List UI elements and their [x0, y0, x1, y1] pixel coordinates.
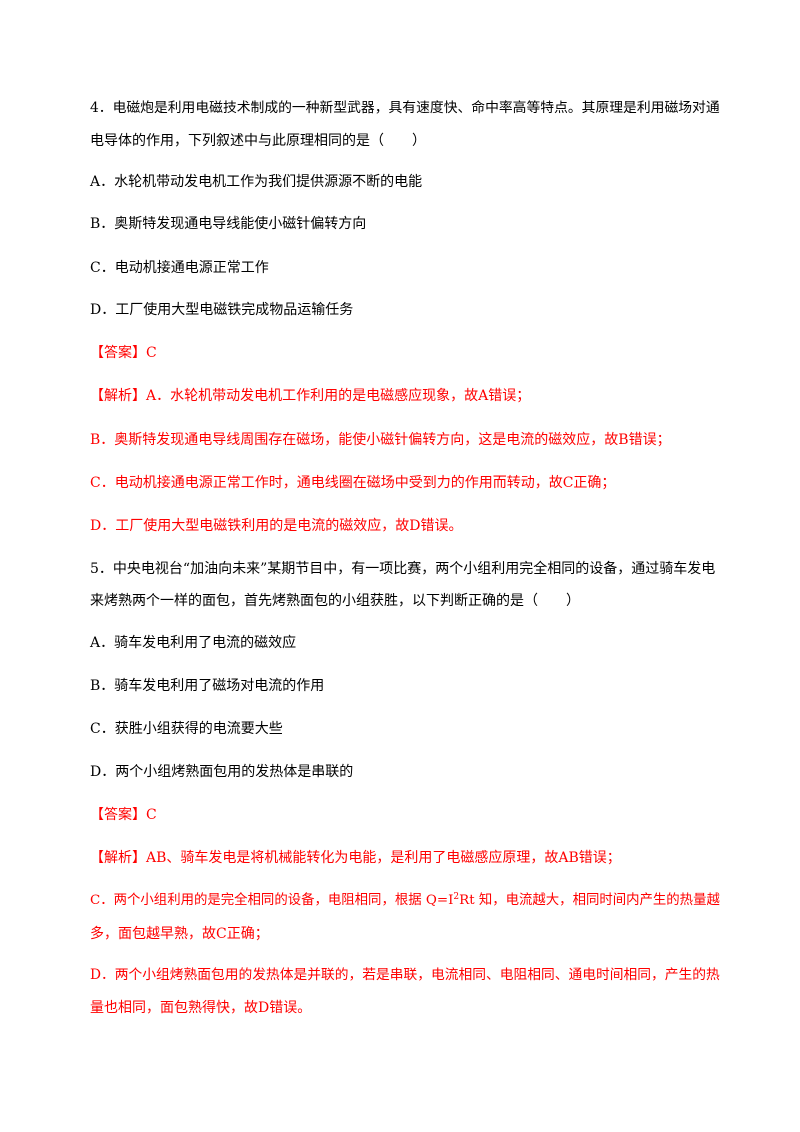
q5-analysis-d-line2: 量也相同，面包熟得快，故D错误。 [90, 1000, 312, 1016]
q5-option-d: D．两个小组烤熟面包用的发热体是串联的 [90, 764, 354, 780]
q4-option-a: A．水轮机带动发电机工作为我们提供源源不断的电能 [90, 174, 423, 190]
q4-analysis-a: 【解析】A．水轮机带动发电机工作利用的是电磁感应现象，故A错误； [90, 386, 720, 406]
q5-answer-label: 【答案】 [90, 807, 146, 823]
q5-analysis-c-part1: C．两个小组利用的是完全相同的设备，电阻相同，根据 Q=I [90, 893, 454, 908]
q5-answer-value: C [146, 807, 157, 823]
q4-option-d: D．工厂使用大型电磁铁完成物品运输任务 [90, 302, 354, 318]
q5-analysis-ab: 【解析】AB、骑车发电是将机械能转化为电能，是利用了电磁感应原理，故AB错误； [90, 848, 720, 868]
q5-analysis-c-line1: C．两个小组利用的是完全相同的设备，电阻相同，根据 Q=I2Rt 知，电流越大，… [90, 891, 720, 911]
q4-answer-value: C [146, 345, 157, 361]
q4-option-c: C．电动机接通电源正常工作 [90, 260, 269, 276]
q4-analysis-d: D．工厂使用大型电磁铁利用的是电流的磁效应，故D错误。 [90, 518, 463, 534]
q4-answer: 【答案】C [90, 343, 720, 363]
q5-stem-line1: 5．中央电视台“加油向未来”某期节目中，有一项比赛，两个小组利用完全相同的设备，… [90, 561, 716, 577]
q5-option-a: A．骑车发电利用了电流的磁效应 [90, 635, 297, 651]
q5-stem-line2: 来烤熟两个一样的面包，首先烤熟面包的小组获胜，以下判断正确的是（ ） [90, 593, 580, 609]
q4-stem-line2: 电导体的作用，下列叙述中与此原理相同的是（ ） [90, 133, 426, 149]
q5-analysis-d-line1: D．两个小组烤熟面包用的发热体是并联的，若是串联，电流相同、电阻相同、通电时间相… [90, 967, 720, 983]
q4-analysis-c: C．电动机接通电源正常工作时，通电线圈在磁场中受到力的作用而转动，故C正确； [90, 475, 616, 491]
q5-analysis-label: 【解析】 [90, 850, 146, 866]
q4-stem-line1: 4．电磁炮是利用电磁技术制成的一种新型武器，具有速度快、命中率高等特点。其原理是… [90, 100, 720, 116]
q5-answer: 【答案】C [90, 805, 720, 825]
q4-analysis-a-text: A．水轮机带动发电机工作利用的是电磁感应现象，故A错误； [146, 388, 531, 404]
q4-analysis-b: B．奥斯特发现通电导线周围存在磁场，能使小磁针偏转方向，这是电流的磁效应，故B错… [90, 432, 671, 448]
q5-analysis-c-part2: Rt 知，电流越大，相同时间内产生的热量越 [459, 893, 720, 908]
q5-analysis-c-exponent: 2 [453, 892, 460, 902]
q5-analysis-c-line2: 多，面包越早熟，故C正确； [90, 926, 269, 942]
q5-option-c: C．获胜小组获得的电流要大些 [90, 721, 283, 737]
q5-option-b: B．骑车发电利用了磁场对电流的作用 [90, 678, 325, 694]
q4-analysis-label: 【解析】 [90, 388, 146, 404]
q5-analysis-ab-text: AB、骑车发电是将机械能转化为电能，是利用了电磁感应原理，故AB错误； [146, 850, 621, 866]
q4-option-b: B．奥斯特发现通电导线能使小磁针偏转方向 [90, 216, 367, 232]
q4-answer-label: 【答案】 [90, 345, 146, 361]
